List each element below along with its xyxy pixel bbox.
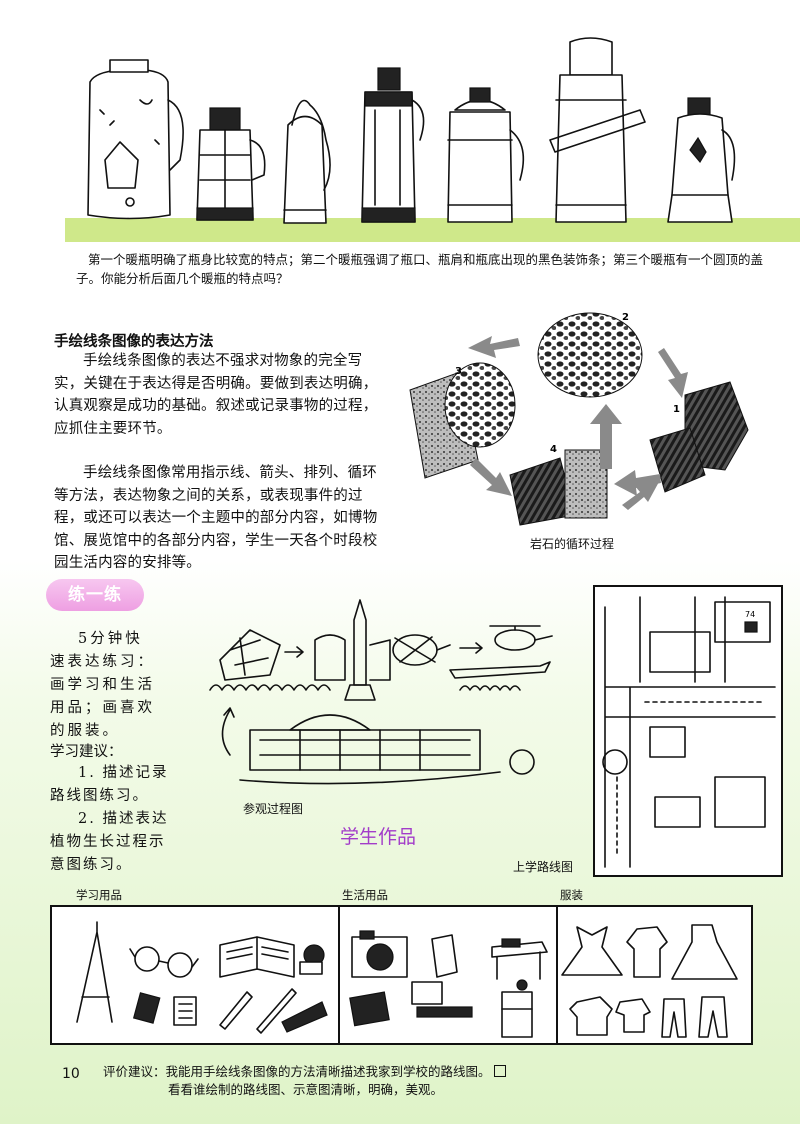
evaluation-checkbox[interactable]: [493, 1065, 506, 1077]
coat-icon: [569, 996, 613, 1036]
pencil-icon: [256, 988, 297, 1034]
compass-icon: [76, 921, 113, 1023]
sketch-arrow-2: [459, 642, 483, 654]
sketch-helicopter: [489, 625, 553, 651]
section-paragraph-2: 手绘线条图像常用指示线、箭头、排列、循环等方法，表达物象之间的关系，或表现事件的…: [54, 465, 378, 571]
evaluation-line-2: 看看谁绘制的路线图、示意图清晰，明确，美观。: [168, 1082, 444, 1097]
items-drawings: [76, 921, 738, 1038]
sketch-airplane: [449, 661, 551, 679]
rock-conglomerate: [444, 362, 516, 448]
stapler-icon: [281, 1001, 328, 1033]
rock-label-1: 1: [673, 404, 680, 415]
table-icon: [491, 941, 548, 980]
evaluation-text-1: 评价建议：我能用手绘线条图像的方法清晰描述我家到学校的路线图。: [103, 1064, 491, 1079]
rock-cycle-diagram: 2 3 1 4: [409, 312, 749, 526]
rock-label-3: 3: [455, 366, 462, 377]
camera-icon: [351, 930, 408, 978]
thermos-6: [549, 37, 646, 223]
dress-icon-2: [671, 924, 738, 980]
student-work-label: 学生作品: [340, 826, 417, 848]
study-suggestion-heading: 学习建议：: [50, 744, 123, 760]
computer-monitor-icon: [411, 981, 443, 1005]
thermos-7: [667, 97, 736, 223]
rock-label-2: 2: [622, 312, 629, 323]
panel-divider-2: [556, 905, 558, 1045]
rock-label-4: 4: [550, 444, 557, 455]
shirt-icon: [615, 998, 651, 1033]
thermos-illustrations: [87, 37, 736, 224]
notebook-icon: [431, 934, 458, 978]
glasses-icon: [129, 946, 199, 978]
thermos-3: [283, 99, 331, 224]
visit-process-caption: 参观过程图: [243, 802, 304, 816]
study-suggestion-2: 2. 描述表达植物生长过程示意图练习。: [50, 811, 169, 873]
sketch-curved-arrow: [221, 707, 235, 756]
computer-desk-icon: [416, 1006, 473, 1018]
school-route-map: 74: [593, 585, 783, 877]
route-map-drawing: 74: [602, 596, 776, 868]
study-suggestion-1: 1. 描述记录路线图练习。: [50, 765, 169, 804]
cycle-arrows: [468, 336, 688, 510]
knife-icon: [219, 991, 253, 1030]
sketch-museum: [239, 714, 501, 785]
thermos-4: [361, 67, 425, 223]
route-map-caption: 上学路线图: [513, 860, 574, 874]
sketch-tree: [509, 749, 535, 775]
pants-icon-2: [698, 996, 728, 1038]
dress-icon-1: [561, 926, 623, 976]
page-number: 10: [62, 1066, 80, 1082]
section-paragraph-1: 手绘线条图像的表达不强求对物象的完全写实，关键在于表达得是否明确。要做到表达明确…: [54, 353, 378, 437]
rock-cycle-caption: 岩石的循环过程: [530, 537, 615, 551]
sketch-rocket: [314, 599, 391, 701]
evaluation-line-1: 评价建议：我能用手绘线条图像的方法清晰描述我家到学校的路线图。: [103, 1063, 506, 1081]
sketch-arrow-1: [284, 646, 304, 658]
pants-icon-1: [661, 998, 687, 1038]
clothes-heading: 服装: [560, 888, 583, 902]
eraser-icon: [132, 992, 161, 1024]
sketch-building-small: [219, 629, 281, 681]
section-title: 手绘线条图像的表达方法: [54, 334, 214, 350]
visit-process-sketch: [209, 599, 553, 785]
jacket-icon: [626, 926, 668, 978]
thermos-5: [447, 87, 525, 223]
refrigerator-icon: [501, 991, 533, 1038]
thermos-2: [196, 107, 266, 221]
thermos-caption: 第一个暖瓶明确了瓶身比较宽的特点；第二个暖瓶强调了瓶口、瓶肩和瓶底出现的黑色装饰…: [76, 252, 764, 286]
phone-icon: [349, 991, 390, 1027]
practice-text: 5分钟快速表达练习：画学习和生活用品；画喜欢的服装。: [50, 631, 155, 739]
practice-badge: 练一练: [46, 579, 144, 611]
thermos-1: [87, 59, 184, 220]
map-sign-number: 74: [745, 610, 755, 619]
rock-sediment: [537, 312, 643, 398]
panel-divider-1: [338, 905, 340, 1045]
study-items-heading: 学习用品: [76, 888, 122, 902]
life-items-heading: 生活用品: [342, 888, 388, 902]
